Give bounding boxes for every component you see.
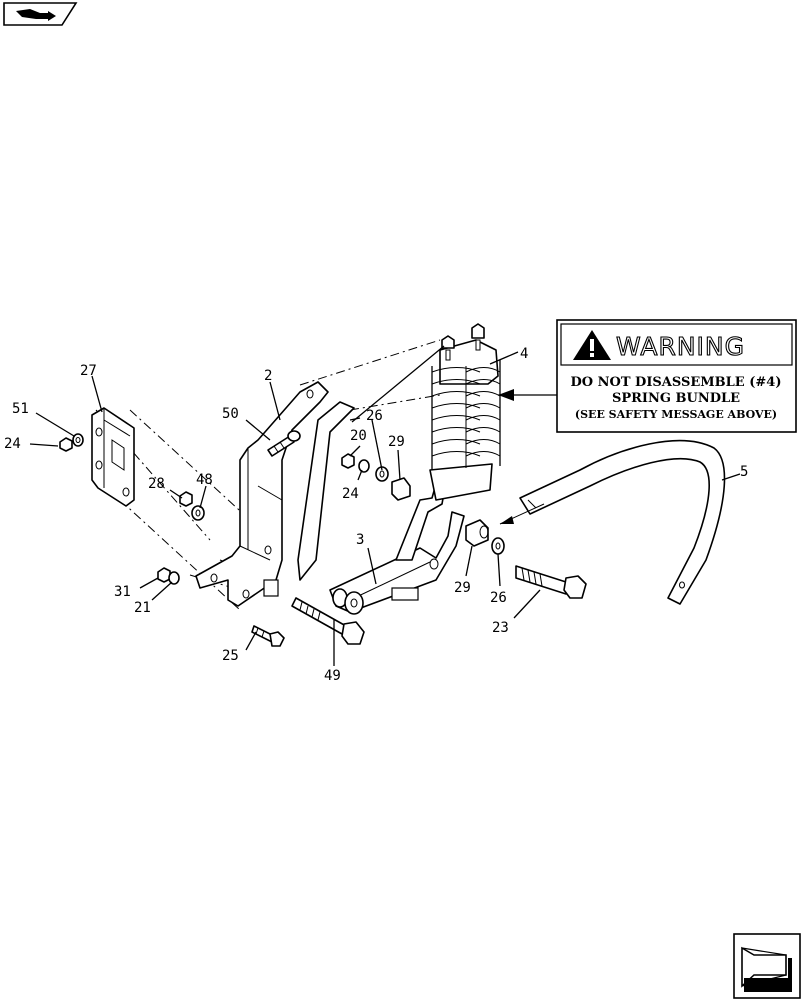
washer-part-24-center bbox=[358, 459, 370, 473]
arm-part-3 bbox=[297, 401, 465, 615]
nut-part-28 bbox=[179, 491, 193, 507]
callout-27[interactable]: 27 bbox=[80, 363, 97, 379]
next-page-arrow-icon[interactable] bbox=[733, 933, 801, 999]
bolt-part-23 bbox=[515, 565, 587, 599]
warning-line-2: SPRING BUNDLE bbox=[612, 391, 740, 406]
frame-part-2 bbox=[195, 381, 329, 607]
callout-49[interactable]: 49 bbox=[324, 668, 341, 684]
washer-part-51 bbox=[72, 433, 84, 447]
bolt-heads bbox=[441, 323, 485, 361]
arrow-tab-icon[interactable] bbox=[3, 2, 78, 26]
callout-48[interactable]: 48 bbox=[196, 472, 213, 488]
callout-2[interactable]: 2 bbox=[264, 368, 272, 384]
callout-23[interactable]: 23 bbox=[492, 620, 509, 636]
warning-line-3: (SEE SAFETY MESSAGE ABOVE) bbox=[575, 408, 777, 421]
callout-5[interactable]: 5 bbox=[740, 464, 748, 480]
callout-26-right[interactable]: 26 bbox=[490, 590, 507, 606]
callout-28[interactable]: 28 bbox=[148, 476, 165, 492]
callout-51[interactable]: 51 bbox=[12, 401, 29, 417]
callout-29-center[interactable]: 29 bbox=[388, 434, 405, 450]
bolt-part-25 bbox=[251, 625, 285, 647]
shank-part-5 bbox=[519, 439, 726, 605]
warning-line-1: DO NOT DISASSEMBLE (#4) bbox=[571, 375, 782, 390]
washer-part-26-right bbox=[491, 537, 505, 555]
washer-part-48 bbox=[191, 505, 205, 521]
bolt-part-50 bbox=[267, 430, 301, 457]
nut-part-20 bbox=[341, 453, 355, 469]
callout-31[interactable]: 31 bbox=[114, 584, 131, 600]
warning-decal: WARNING DO NOT DISASSEMBLE (#4) SPRING B… bbox=[498, 319, 797, 433]
callout-26-center[interactable]: 26 bbox=[366, 408, 383, 424]
bolt-part-49 bbox=[291, 597, 365, 645]
spacer-part-29-center bbox=[391, 477, 411, 501]
bracket-part-27 bbox=[91, 407, 135, 507]
warning-title: WARNING bbox=[616, 332, 745, 361]
callouts: 27 51 24 2 50 26 20 29 24 28 48 31 21 3 … bbox=[4, 346, 748, 684]
warning-triangle-icon bbox=[573, 330, 611, 360]
callout-24-left[interactable]: 24 bbox=[4, 436, 21, 452]
callout-21[interactable]: 21 bbox=[134, 600, 151, 616]
callout-29-right[interactable]: 29 bbox=[454, 580, 471, 596]
washer-part-21 bbox=[168, 571, 180, 585]
callout-4[interactable]: 4 bbox=[520, 346, 528, 362]
nut-part-31 bbox=[157, 567, 171, 583]
spacer-part-29-right bbox=[465, 519, 489, 547]
nut-part-24-left bbox=[59, 437, 73, 452]
spring-bundle-part-4 bbox=[429, 323, 501, 501]
spring-coils bbox=[431, 360, 501, 470]
leader-lines bbox=[29, 345, 741, 666]
callout-50[interactable]: 50 bbox=[222, 406, 239, 422]
callout-3[interactable]: 3 bbox=[356, 532, 364, 548]
callout-24-center[interactable]: 24 bbox=[342, 486, 359, 502]
callout-20[interactable]: 20 bbox=[350, 428, 367, 444]
callout-25[interactable]: 25 bbox=[222, 648, 239, 664]
